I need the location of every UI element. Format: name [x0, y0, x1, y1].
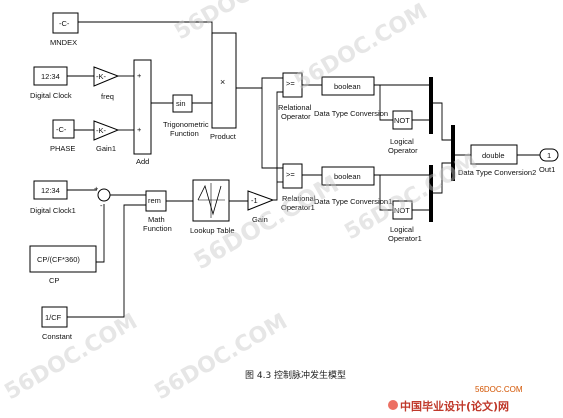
cp-label: CP	[49, 276, 59, 285]
out1-label: Out1	[539, 165, 555, 174]
digital-clock-display: 12:34	[41, 72, 60, 81]
relational-operator-label-line2: Operator	[281, 112, 311, 121]
gain-block[interactable]	[247, 190, 275, 211]
cf-constant-label: Constant	[42, 332, 73, 341]
data-type-conversion1-block[interactable]	[321, 166, 375, 186]
brand-logo-icon	[388, 400, 398, 410]
relational-operator1-symbol: >=	[286, 170, 295, 179]
gain1-block[interactable]	[93, 120, 120, 141]
relational-operator-block[interactable]	[282, 72, 303, 98]
data-type-conversion-value: boolean	[334, 82, 361, 91]
cp-constant-value: CP/(CF*360)	[37, 255, 80, 264]
mndex-label: MNDEX	[50, 38, 77, 47]
logical-operator-value: NOT	[394, 116, 410, 125]
add-label: Add	[136, 157, 149, 166]
gain1-value: -K-	[96, 126, 107, 135]
relational-operator1-block[interactable]	[282, 163, 303, 189]
trig-function-block[interactable]	[172, 94, 193, 113]
data-type-conversion-label: Data Type Conversion	[314, 109, 388, 118]
watermark-layer: 56DOC.COM 56DOC.COM 56DOC.COM 56DOC.COM …	[1, 0, 482, 405]
math-function-block[interactable]	[145, 190, 167, 212]
figure-caption: 图 4.3 控制脉冲发生模型	[245, 369, 346, 381]
logical-operator-label-line1: Logical	[390, 137, 414, 146]
freq-gain-value: -K-	[96, 72, 107, 81]
cf-constant-block[interactable]	[41, 306, 68, 328]
data-type-conversion2-block[interactable]	[470, 144, 518, 165]
signal-wires	[67, 21, 540, 318]
mux-bar-final[interactable]	[451, 125, 455, 181]
cp-constant-block[interactable]	[29, 245, 97, 273]
digital-clock-block[interactable]	[33, 66, 68, 86]
gain1-label: Gain1	[96, 144, 116, 153]
mux-bar-upper[interactable]	[429, 77, 433, 134]
mndex-constant-block[interactable]	[52, 12, 79, 34]
math-function-value: rem	[148, 196, 161, 205]
relational-operator-symbol: >=	[286, 79, 295, 88]
product-symbol: ×	[220, 77, 225, 87]
phase-label: PHASE	[50, 144, 75, 153]
logical-operator1-value: NOT	[394, 206, 410, 215]
product-block[interactable]	[211, 32, 237, 129]
footer-brand-text: 中国毕业设计(论文)网	[400, 399, 509, 413]
sum-minus-sign: -	[100, 201, 103, 210]
mux-bar-lower[interactable]	[429, 165, 433, 222]
freq-gain-block[interactable]	[93, 66, 120, 87]
digital-clock1-display: 12:34	[41, 186, 60, 195]
digital-clock-label: Digital Clock	[30, 91, 72, 100]
trig-function-label-line2: Function	[170, 129, 199, 138]
logical-operator1-label-line1: Logical	[390, 225, 414, 234]
relational-operator-label-line1: Relational	[278, 103, 312, 112]
lookup-table-label: Lookup Table	[190, 226, 234, 235]
footer-brand: 56DOC.COM 中国毕业设计(论文)网	[388, 385, 523, 413]
freq-gain-label: freq	[101, 92, 114, 101]
phase-constant-value: -C-	[56, 125, 67, 134]
add-port2-sign: +	[137, 125, 142, 134]
trig-function-value: sin	[176, 99, 186, 108]
watermark-text: 56DOC.COM	[151, 309, 292, 405]
math-function-label-line1: Math	[148, 215, 165, 224]
digital-clock1-label: Digital Clock1	[30, 206, 76, 215]
data-type-conversion1-label: Data Type Conversion1	[314, 197, 392, 206]
relational-operator1-label-line2: Operator1	[281, 203, 315, 212]
data-type-conversion-block[interactable]	[321, 76, 375, 96]
trig-function-label-line1: Trigonometric	[163, 120, 209, 129]
add-block[interactable]	[133, 59, 152, 155]
logical-operator1-block[interactable]	[392, 200, 413, 220]
mndex-constant-value: -C-	[59, 19, 70, 28]
logical-operator-label-line2: Operator	[388, 146, 418, 155]
data-type-conversion1-value: boolean	[334, 172, 361, 181]
relational-operator1-label-line1: Relational	[282, 194, 316, 203]
phase-constant-block[interactable]	[52, 119, 75, 139]
cf-constant-value: 1/CF	[45, 313, 62, 322]
data-type-conversion2-label: Data Type Conversion2	[458, 168, 536, 177]
watermark-text: 56DOC.COM	[171, 0, 312, 45]
out1-port[interactable]	[539, 148, 559, 162]
watermark-text: 56DOC.COM	[1, 309, 142, 405]
logical-operator-block[interactable]	[392, 110, 413, 130]
add-port1-sign: +	[137, 71, 142, 80]
gain-label: Gain	[252, 215, 268, 224]
sum-block[interactable]	[97, 188, 111, 202]
footer-url: 56DOC.COM	[475, 385, 523, 394]
digital-clock1-block[interactable]	[33, 180, 68, 200]
sum-plus-sign: +	[94, 184, 99, 193]
product-label: Product	[210, 132, 237, 141]
math-function-label-line2: Function	[143, 224, 172, 233]
gain-value: -1	[251, 196, 258, 205]
logical-operator1-label-line2: Operator1	[388, 234, 422, 243]
out1-port-number: 1	[547, 151, 551, 160]
data-type-conversion2-value: double	[482, 151, 505, 160]
